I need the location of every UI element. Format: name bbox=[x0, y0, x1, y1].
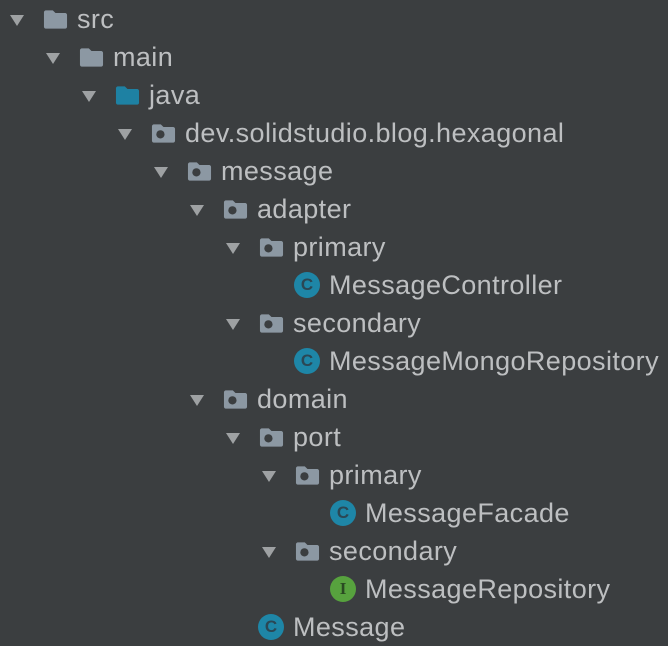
tree-row[interactable]: C MessageMongoRepository bbox=[0, 342, 668, 380]
triangle-glyph bbox=[226, 432, 240, 444]
triangle-glyph bbox=[190, 204, 204, 216]
package-folder-icon bbox=[294, 462, 320, 488]
class-icon: C bbox=[294, 272, 320, 298]
tree-row[interactable]: primary bbox=[0, 228, 668, 266]
class-letter: C bbox=[294, 272, 320, 298]
tree-item-label: MessageMongoRepository bbox=[329, 345, 659, 376]
source-folder-icon bbox=[114, 82, 140, 108]
package-folder-icon bbox=[258, 424, 284, 450]
interface-icon: I bbox=[330, 576, 356, 602]
package-folder-icon bbox=[294, 538, 320, 564]
tree-row[interactable]: dev.solidstudio.blog.hexagonal bbox=[0, 114, 668, 152]
package-folder-icon bbox=[222, 196, 248, 222]
chevron-expanded-icon[interactable] bbox=[262, 456, 294, 494]
tree-item-label: domain bbox=[257, 383, 348, 414]
tree-item-label: MessageFacade bbox=[365, 497, 570, 528]
triangle-glyph bbox=[82, 90, 96, 102]
class-letter: C bbox=[330, 500, 356, 526]
tree-item-label: adapter bbox=[257, 193, 352, 224]
tree-row[interactable]: secondary bbox=[0, 304, 668, 342]
tree-row[interactable]: main bbox=[0, 38, 668, 76]
chevron-expanded-icon[interactable] bbox=[118, 114, 150, 152]
tree-row[interactable]: port bbox=[0, 418, 668, 456]
class-icon: C bbox=[294, 348, 320, 374]
class-icon: C bbox=[330, 500, 356, 526]
package-folder-icon bbox=[258, 310, 284, 336]
tree-item-label: MessageRepository bbox=[365, 573, 611, 604]
tree-item-label: dev.solidstudio.blog.hexagonal bbox=[185, 117, 565, 148]
chevron-expanded-icon[interactable] bbox=[154, 152, 186, 190]
indent-spacer bbox=[262, 342, 294, 380]
triangle-glyph bbox=[118, 128, 132, 140]
tree-row[interactable]: src bbox=[0, 0, 668, 38]
indent-spacer bbox=[262, 266, 294, 304]
tree-row[interactable]: message bbox=[0, 152, 668, 190]
indent-spacer bbox=[226, 608, 258, 646]
triangle-glyph bbox=[226, 242, 240, 254]
package-folder-icon bbox=[258, 234, 284, 260]
tree-row[interactable]: C Message bbox=[0, 608, 668, 646]
tree-item-label: src bbox=[77, 3, 115, 34]
triangle-glyph bbox=[226, 318, 240, 330]
chevron-expanded-icon[interactable] bbox=[226, 228, 258, 266]
chevron-expanded-icon[interactable] bbox=[46, 38, 78, 76]
chevron-expanded-icon[interactable] bbox=[226, 418, 258, 456]
tree-row[interactable]: C MessageFacade bbox=[0, 494, 668, 532]
tree-row[interactable]: C MessageController bbox=[0, 266, 668, 304]
tree-row[interactable]: java bbox=[0, 76, 668, 114]
tree-item-label: main bbox=[113, 41, 174, 72]
triangle-glyph bbox=[190, 394, 204, 406]
tree-row[interactable]: domain bbox=[0, 380, 668, 418]
tree-item-label: secondary bbox=[293, 307, 422, 338]
chevron-expanded-icon[interactable] bbox=[262, 532, 294, 570]
tree-item-label: java bbox=[149, 79, 201, 110]
triangle-glyph bbox=[10, 14, 24, 26]
chevron-expanded-icon[interactable] bbox=[10, 0, 42, 38]
class-icon: C bbox=[258, 614, 284, 640]
interface-letter: I bbox=[330, 576, 356, 602]
class-letter: C bbox=[258, 614, 284, 640]
chevron-expanded-icon[interactable] bbox=[82, 76, 114, 114]
tree-row[interactable]: secondary bbox=[0, 532, 668, 570]
triangle-glyph bbox=[262, 546, 276, 558]
triangle-glyph bbox=[46, 52, 60, 64]
indent-spacer bbox=[298, 494, 330, 532]
tree-row[interactable]: adapter bbox=[0, 190, 668, 228]
package-folder-icon bbox=[222, 386, 248, 412]
class-letter: C bbox=[294, 348, 320, 374]
tree-row[interactable]: I MessageRepository bbox=[0, 570, 668, 608]
tree-item-label: port bbox=[293, 421, 342, 452]
tree-item-label: secondary bbox=[329, 535, 458, 566]
chevron-expanded-icon[interactable] bbox=[190, 380, 222, 418]
folder-icon bbox=[78, 44, 104, 70]
tree-row[interactable]: primary bbox=[0, 456, 668, 494]
folder-icon bbox=[42, 6, 68, 32]
indent-spacer bbox=[298, 570, 330, 608]
chevron-expanded-icon[interactable] bbox=[226, 304, 258, 342]
package-folder-icon bbox=[186, 158, 212, 184]
triangle-glyph bbox=[154, 166, 168, 178]
tree-item-label: message bbox=[221, 155, 334, 186]
tree-item-label: primary bbox=[293, 231, 386, 262]
package-folder-icon bbox=[150, 120, 176, 146]
tree-item-label: Message bbox=[293, 611, 406, 642]
triangle-glyph bbox=[262, 470, 276, 482]
tree-item-label: MessageController bbox=[329, 269, 563, 300]
tree-item-label: primary bbox=[329, 459, 422, 490]
chevron-expanded-icon[interactable] bbox=[190, 190, 222, 228]
